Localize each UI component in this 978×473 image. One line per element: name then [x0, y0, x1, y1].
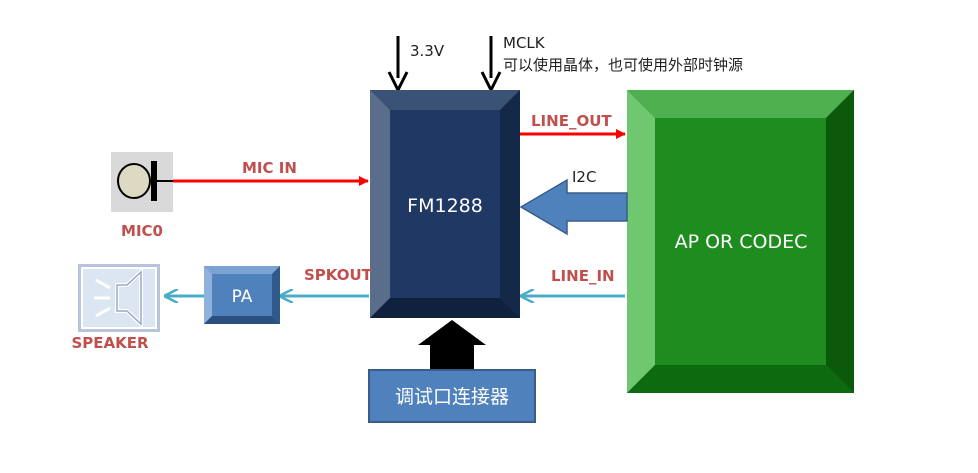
power-label: 3.3V	[410, 42, 445, 60]
mic-label: MIC0	[121, 222, 163, 240]
i2c-arrow	[519, 178, 628, 236]
debug-port-label: 调试口连接器	[395, 386, 509, 408]
line-in-label: LINE_IN	[551, 267, 615, 285]
speaker-label: SPEAKER	[71, 334, 149, 352]
clock-arrow	[480, 36, 502, 94]
clock-label: MCLK	[503, 34, 546, 52]
host-label: AP OR CODEC	[675, 231, 808, 253]
line-out-label: LINE_OUT	[531, 112, 612, 130]
i2c-label: I2C	[572, 168, 596, 186]
debug-port-arrow	[418, 320, 486, 370]
amplifier-label: PA	[232, 287, 253, 307]
mic-in-label: MIC IN	[242, 159, 297, 177]
debug-port-block	[368, 369, 536, 423]
power-arrow	[387, 36, 409, 94]
microphone-icon	[111, 152, 173, 212]
host-block	[627, 90, 854, 393]
spkout-label: SPKOUT	[304, 266, 373, 284]
amplifier-block	[204, 266, 280, 324]
chip-block	[370, 90, 520, 318]
clock-note: 可以使用晶体，也可使用外部时钟源	[503, 56, 743, 74]
chip-label: FM1288	[407, 195, 483, 217]
speaker-icon	[78, 264, 160, 332]
